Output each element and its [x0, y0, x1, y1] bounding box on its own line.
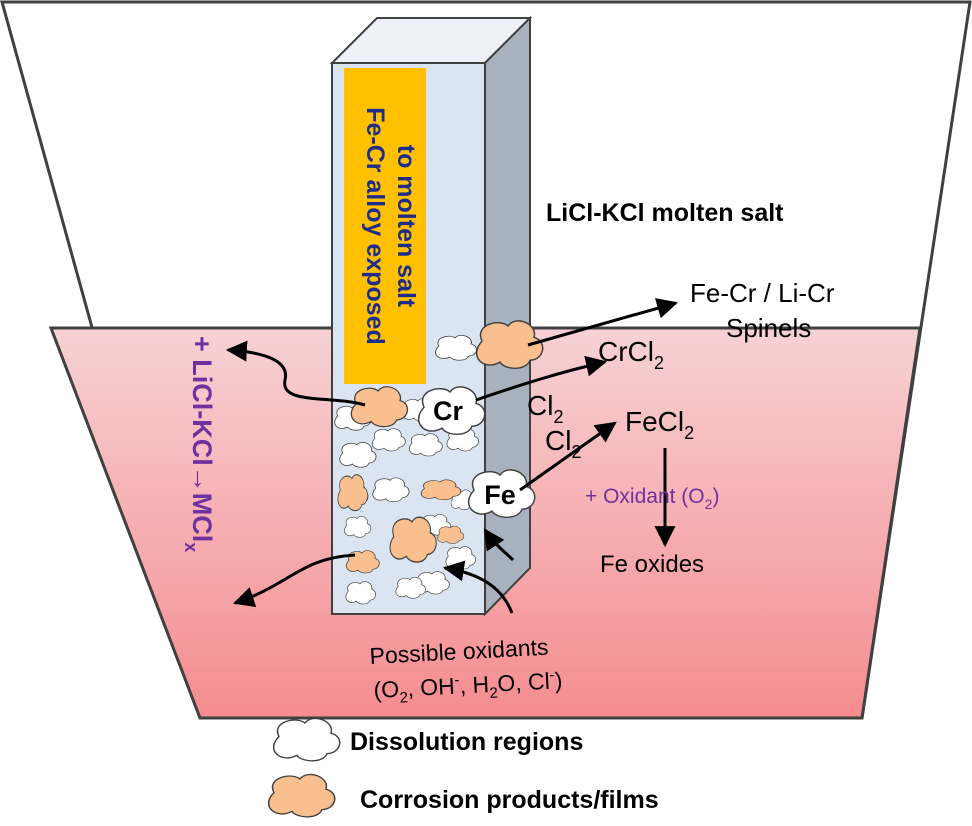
- arrow-lower-left: [233, 553, 356, 608]
- arrow-fecl2: [519, 421, 617, 492]
- alloy-label-line1: Fe-Cr alloy exposed: [361, 107, 389, 345]
- legend-corrosion-icon: [267, 773, 336, 818]
- crcl2-label: CrCl2: [598, 336, 664, 373]
- fe-label: Fe: [484, 480, 516, 510]
- arrow-oxidants: [442, 560, 514, 614]
- side-label: + LiCl-KCl→MClx: [181, 336, 217, 552]
- arrow-upper-left: [225, 340, 366, 407]
- arrows: [225, 298, 679, 614]
- alloy-side-face: [484, 15, 531, 617]
- spinels-label-line1: Fe-Cr / Li-Cr: [690, 278, 835, 308]
- arrow-small-curve: [483, 528, 515, 562]
- alloy-label-line2: to molten salt: [392, 145, 420, 308]
- legend-corrosion-label: Corrosion products/films: [360, 786, 659, 814]
- cl2-label-b: Cl2: [545, 425, 581, 462]
- arrow-crcl2: [475, 355, 608, 402]
- cr-cloud: Cr: [417, 386, 486, 436]
- legend-dissolution-label: Dissolution regions: [350, 728, 583, 756]
- legend: Dissolution regions Corrosion products/f…: [267, 717, 659, 818]
- fe-oxides-label: Fe oxides: [600, 551, 704, 578]
- possible-oxidants-line2: (O2, OH-, H2O, Cl-): [373, 666, 563, 708]
- salt-label: LiCl-KCl molten salt: [546, 199, 784, 227]
- fecl2-label: FeCl2: [625, 406, 694, 443]
- fe-cloud: Fe: [467, 469, 536, 519]
- alloy-label-box: [344, 68, 426, 384]
- cl2-label-a: Cl2: [527, 390, 563, 427]
- arrow-spinels: [527, 298, 679, 347]
- cr-label: Cr: [433, 396, 463, 426]
- oxidant-label: + Oxidant (O2): [585, 485, 719, 512]
- legend-dissolution-icon: [272, 717, 341, 762]
- spinels-label-line2: Spinels: [726, 313, 811, 343]
